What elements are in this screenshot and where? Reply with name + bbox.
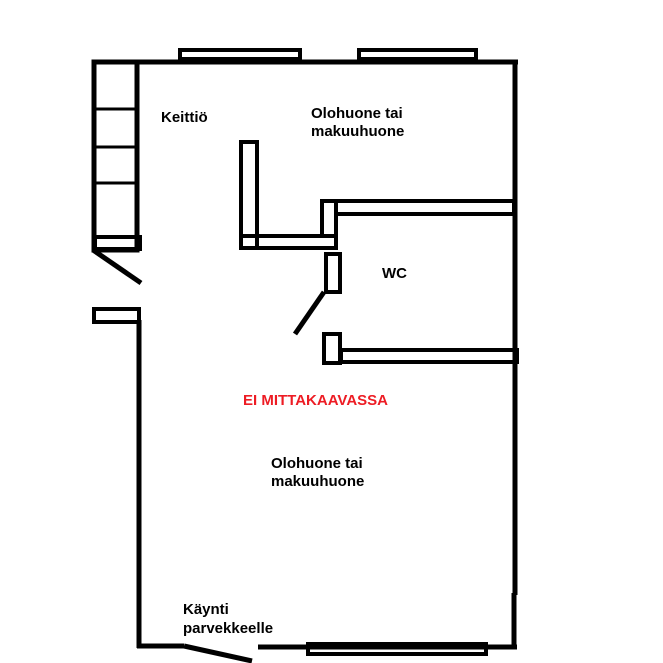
balcony-label-line2: parvekkeelle xyxy=(183,620,274,637)
wc-wall-bottom xyxy=(339,348,519,364)
window-top-right xyxy=(357,48,478,61)
entry-door-swing xyxy=(91,247,143,286)
room-top-label-line1: Olohuone tai xyxy=(311,105,403,122)
window-top-left xyxy=(178,48,302,61)
wc-label: WC xyxy=(382,265,407,282)
room-top-label-line2: makuuhuone xyxy=(311,123,405,140)
wc-wall-post-top xyxy=(320,199,338,238)
room-bottom-label-line1: Olohuone tai xyxy=(271,455,363,472)
wc-wall-post-bottom xyxy=(322,332,342,365)
kitchen-counter-end xyxy=(93,235,142,251)
balcony-label-line1: Käynti xyxy=(183,601,229,618)
balcony-door-swing xyxy=(183,643,253,663)
kitchen-cabinets xyxy=(91,59,140,253)
room-bottom-label-line2: makuuhuone xyxy=(271,473,365,490)
kitchen-label: Keittiö xyxy=(161,109,208,126)
wc-door-swing xyxy=(292,290,327,336)
window-bottom xyxy=(306,642,488,656)
partition-vertical xyxy=(239,140,259,250)
scale-note: EI MITTAKAAVASSA xyxy=(243,392,388,409)
partition-horizontal xyxy=(239,234,338,250)
wc-door-jamb xyxy=(324,252,342,294)
wc-wall-top xyxy=(334,199,516,216)
entry-wall-stub xyxy=(92,307,141,324)
